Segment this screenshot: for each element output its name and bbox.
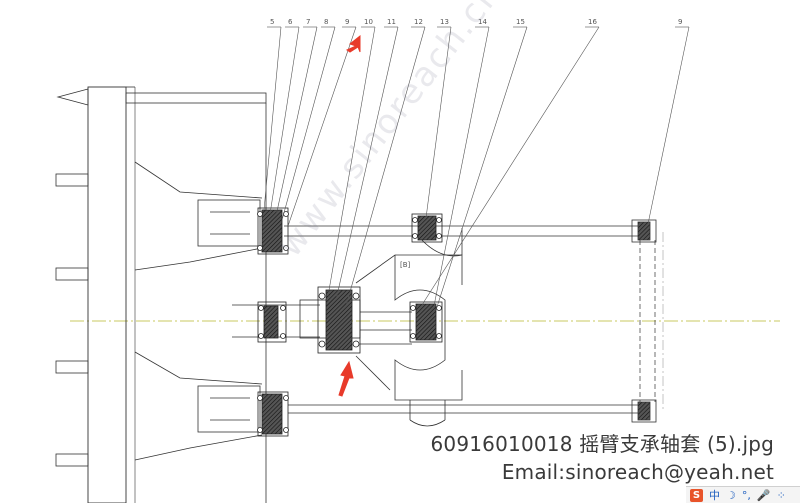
callout-group: 5 6 7 8 9 10 11 12 13 14 15 16 9 <box>263 18 690 311</box>
main-frame <box>87 86 127 503</box>
bearing-middle-left <box>257 301 287 343</box>
lower-rod <box>288 404 640 414</box>
grid-menu-icon[interactable]: ⁘ <box>776 488 786 502</box>
lower-arm <box>134 351 263 461</box>
sogou-logo-icon[interactable]: S <box>690 488 703 502</box>
bearing-lower-left <box>257 391 289 437</box>
leader-line <box>287 26 357 227</box>
leader-line <box>275 26 318 217</box>
punctuation-icon[interactable]: °, <box>741 488 751 502</box>
callout-label: 8 <box>324 18 328 26</box>
right-dashed-link <box>639 240 656 402</box>
leader-line <box>269 26 300 215</box>
leader-line <box>647 26 690 225</box>
leader-line <box>419 26 600 309</box>
right-clevis-upper <box>631 219 657 243</box>
top-plate <box>125 92 267 104</box>
red-arrow-top <box>345 34 361 53</box>
callout-label: 13 <box>440 18 449 26</box>
bearing-central <box>317 286 361 354</box>
bearing-upper-right <box>411 213 443 243</box>
bearing-middle-right <box>409 301 443 343</box>
leader-line <box>263 26 282 211</box>
callout-label: 10 <box>364 18 373 26</box>
section-label: [B] <box>400 261 411 269</box>
email-caption: Email:sinoreach@yeah.net <box>501 460 774 484</box>
callout-label: 16 <box>588 18 597 26</box>
callout-label: 9 <box>678 18 682 26</box>
central-bracket <box>355 228 463 427</box>
leader-line <box>433 26 490 307</box>
callout-label: 15 <box>516 18 525 26</box>
left-pins <box>55 173 89 467</box>
leader-line <box>327 26 376 297</box>
microphone-icon[interactable]: 🎤 <box>756 488 771 502</box>
moon-icon[interactable]: ☽ <box>726 488 736 502</box>
ime-chinese-mode[interactable]: 中 <box>709 489 720 502</box>
leader-line <box>435 26 528 311</box>
red-arrow-bottom <box>338 360 354 397</box>
bearing-upper-left <box>257 207 289 255</box>
leader-line <box>425 26 452 219</box>
ime-toolbar[interactable]: S 中 ☽ °, 🎤 ⁘ <box>686 486 800 503</box>
callout-label: 9 <box>345 18 349 26</box>
filename-caption: 60916010018 摇臂支承轴套 (5).jpg <box>430 432 774 456</box>
callout-label: 14 <box>478 18 487 26</box>
leader-line <box>335 26 399 301</box>
leader-line <box>281 26 336 221</box>
callout-label: 12 <box>414 18 423 26</box>
callout-label: 5 <box>270 18 274 26</box>
callout-label: 7 <box>306 18 310 26</box>
callout-label: 11 <box>387 18 396 26</box>
callout-label: 6 <box>288 18 293 26</box>
upper-arm <box>134 161 263 271</box>
right-clevis-lower <box>631 399 657 423</box>
left-tip <box>56 88 89 106</box>
leader-line <box>345 26 426 307</box>
